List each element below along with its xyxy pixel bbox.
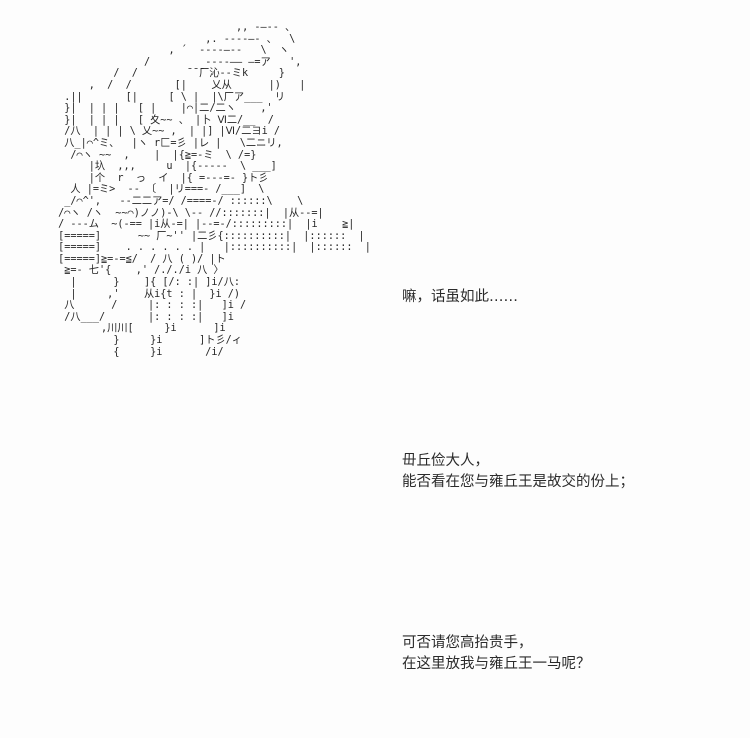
dialogue-line-4: 可否请您高抬贵手，	[402, 635, 533, 651]
ascii-art-scene: ,, -―-- 、 ,. ----―- 、 \ , ´ ----―-- \ ヽ …	[58, 21, 634, 672]
dialogue-line-1: 嘛，话虽如此……	[402, 289, 518, 305]
dialogue-spacer-1	[402, 371, 732, 388]
dialogue-line-2: 毌丘俭大人，	[402, 453, 489, 469]
dialogue-paragraph-2: 毌丘俭大人， 能否看在您与雍丘王是故交的份上；	[402, 451, 732, 493]
dialogue-line-5: 在这里放我与雍丘王一马呢？	[402, 656, 591, 672]
dialogue-paragraph-1: 嘛，话虽如此……	[402, 287, 732, 308]
dialogue-paragraph-3: 可否请您高抬贵手， 在这里放我与雍丘王一马呢？	[402, 633, 732, 675]
character-portrait-ascii-art: ,, -―-- 、 ,. ----―- 、 \ , ´ ----―-- \ ヽ …	[58, 21, 371, 358]
dialogue-line-3: 能否看在您与雍丘王是故交的份上；	[402, 474, 634, 490]
dialogue-text-block: 嘛，话虽如此…… 毌丘俭大人， 能否看在您与雍丘王是故交的份上； 可否请您高抬贵手…	[402, 224, 732, 738]
